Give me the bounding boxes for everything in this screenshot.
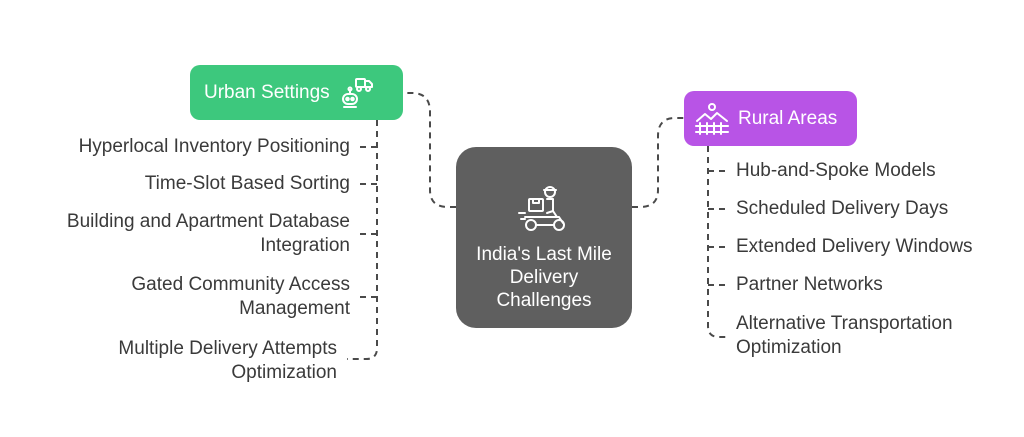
countryside-house-icon [695,102,729,135]
urban-item-building-database: Building and Apartment Database Integrat… [66,211,350,256]
rural-item-partner-networks: Partner Networks [736,274,883,295]
rural-areas-node: Rural Areas [684,91,857,146]
delivery-robot-icon [341,77,373,108]
rural-item-hub-and-spoke: Hub-and-Spoke Models [736,160,936,181]
urban-item-hyperlocal-inventory: Hyperlocal Inventory Positioning [78,136,350,157]
connector-center-rural [632,117,684,208]
urban-item-time-slot-sorting: Time-Slot Based Sorting [144,173,350,194]
rural-spine [707,146,727,338]
rural-item-scheduled-days: Scheduled Delivery Days [736,198,949,219]
urban-settings-title: Urban Settings [204,81,330,103]
urban-settings-node: Urban Settings [190,65,403,120]
rural-item-extended-windows: Extended Delivery Windows [736,236,973,257]
rural-item-alternative-transport: Alternative Transportation Optimization [736,313,953,358]
urban-item-gated-community: Gated Community Access Management [131,274,350,319]
center-title: India's Last Mile Delivery Challenges [476,244,612,311]
urban-item-multiple-attempts: Multiple Delivery Attempts Optimization [118,338,337,383]
center-node: India's Last Mile Delivery Challenges [456,147,632,328]
rural-areas-title: Rural Areas [738,107,838,129]
connector-center-urban [403,92,456,208]
delivery-scooter-icon [518,186,565,231]
urban-spine [347,120,378,360]
